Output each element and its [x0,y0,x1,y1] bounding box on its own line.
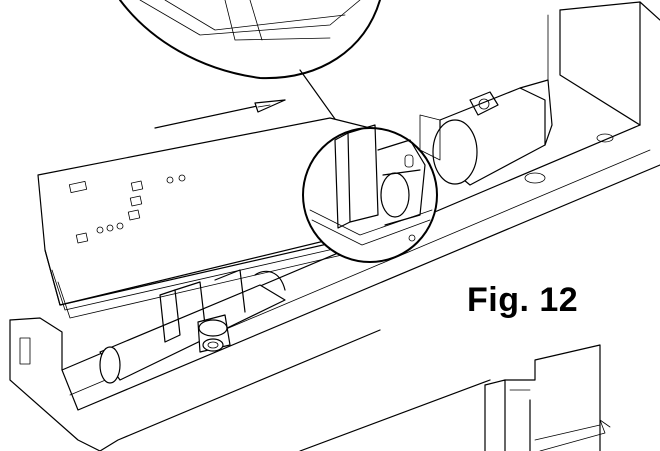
direction-arrow [154,99,286,129]
bracket-detail-bottom [299,344,611,451]
detail-circle [302,124,438,263]
magnified-detail-circle [119,0,381,80]
cover-panel [37,117,386,319]
lower-mechanism [99,269,286,384]
motor-cylinder [419,79,553,186]
figure-label: Fig. 12 [467,281,579,319]
